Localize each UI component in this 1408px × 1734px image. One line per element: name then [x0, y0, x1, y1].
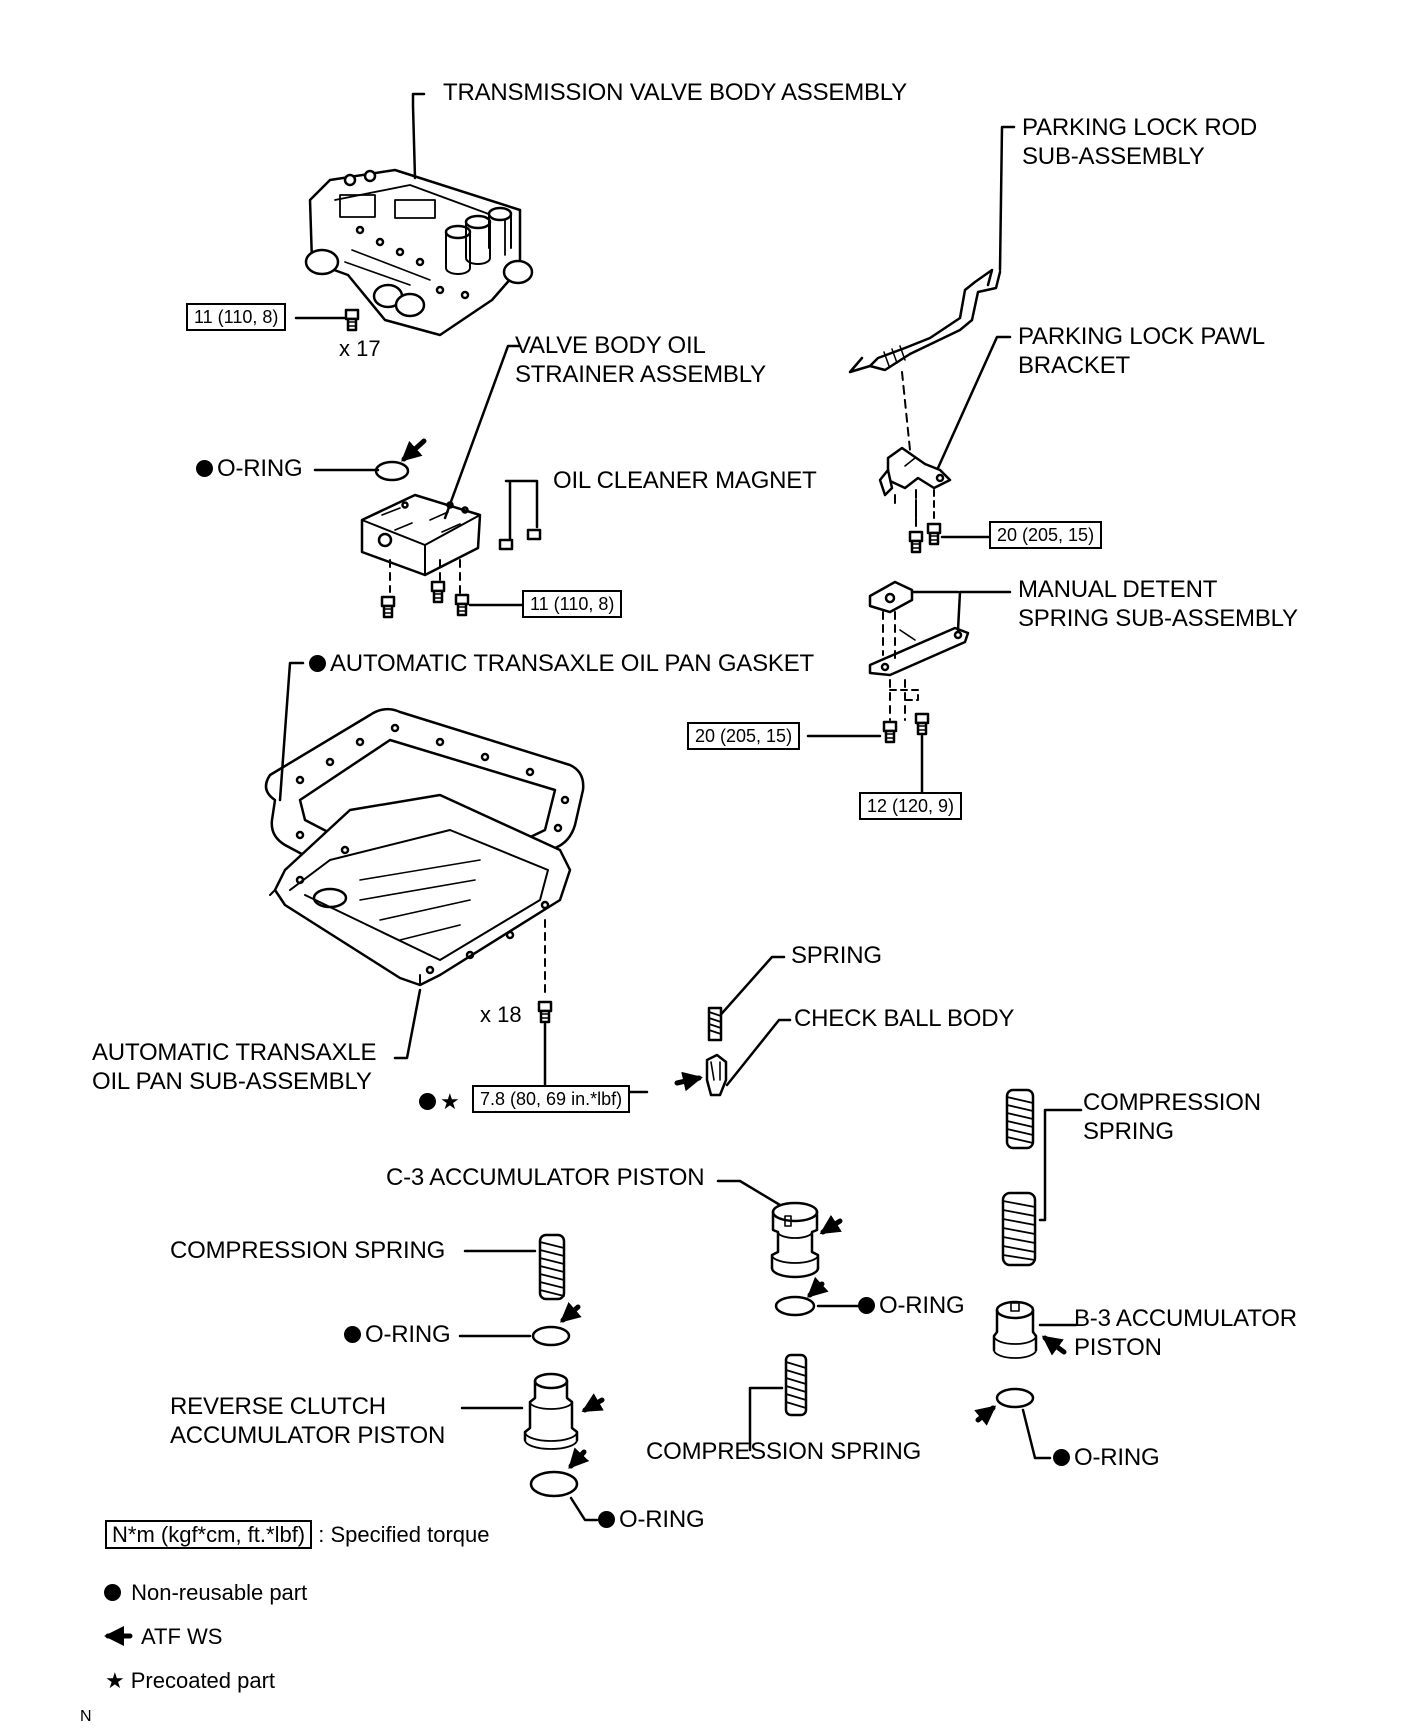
label-oring-b3: O-RING [1053, 1443, 1160, 1472]
non-reusable-dot-icon [104, 1584, 121, 1601]
label-oil-cleaner-magnet: OIL CLEANER MAGNET [553, 467, 817, 494]
label-oring-reverse: O-RING [598, 1505, 705, 1534]
label-reverse-piston-1: REVERSE CLUTCH [170, 1393, 386, 1420]
parking-lock-rod-drawing [848, 268, 1002, 374]
label-oil-pan-1: AUTOMATIC TRANSAXLE [92, 1039, 377, 1066]
manual-detent-spring-drawing [868, 580, 970, 677]
label-oring-left: O-RING [344, 1320, 451, 1349]
spring-drawing [707, 1006, 723, 1042]
label-b3-piston-2: PISTON [1074, 1334, 1162, 1361]
b3-accumulator-piston-drawing [992, 1300, 1038, 1359]
torque-pawl-bracket-bolt: 20 (205, 15) [989, 521, 1103, 549]
label-oring-1: O-RING [196, 454, 303, 483]
label-parking-pawl-2: BRACKET [1018, 352, 1130, 379]
precoated-star-icon: ★ [440, 1089, 460, 1114]
label-comp-spring-mid: COMPRESSION SPRING [646, 1438, 922, 1465]
label-comp-spring-right-2: SPRING [1083, 1118, 1174, 1145]
valve-body-drawing [304, 168, 534, 337]
c3-accumulator-piston-drawing [770, 1201, 820, 1279]
non-reusable-dot [1053, 1449, 1070, 1466]
torque-strainer-bolt: 11 (110, 8) [522, 590, 623, 618]
label-parking-rod-1: PARKING LOCK ROD [1022, 114, 1258, 141]
compression-spring-mid-drawing [784, 1353, 808, 1417]
compression-spring-right-upper [1005, 1088, 1035, 1150]
legend-torque-text: : Specified torque [318, 1522, 490, 1547]
label-manual-detent-1: MANUAL DETENT [1018, 576, 1218, 603]
label-pan-gasket: AUTOMATIC TRANSAXLE OIL PAN GASKET [309, 649, 814, 678]
legend-torque: N*m (kgf*cm, ft.*lbf) : Specified torque [105, 1520, 490, 1549]
oil-pan-drawing [269, 793, 572, 987]
parking-pawl-bracket-drawing [878, 446, 952, 497]
check-ball-body-drawing [705, 1053, 728, 1097]
label-oring-c3: O-RING [858, 1291, 965, 1320]
reverse-clutch-piston-drawing [523, 1372, 579, 1450]
precoated-star-icon: ★ [105, 1668, 125, 1693]
non-reusable-dot [344, 1326, 361, 1343]
label-comp-spring-right-1: COMPRESSION [1083, 1089, 1261, 1116]
legend-atf-text: ATF WS [141, 1624, 223, 1649]
non-reusable-dot [858, 1297, 875, 1314]
label-oil-pan-2: OIL PAN SUB-ASSEMBLY [92, 1068, 372, 1095]
legend-torque-box: N*m (kgf*cm, ft.*lbf) [105, 1520, 313, 1549]
torque-valve-body-bolt: 11 (110, 8) [186, 303, 287, 331]
label-valve-body: TRANSMISSION VALVE BODY ASSEMBLY [443, 79, 907, 106]
legend-precoated-text: Precoated part [130, 1668, 276, 1693]
legend-non-reusable-text: Non-reusable part [131, 1580, 308, 1605]
non-reusable-dot [309, 655, 326, 672]
compression-spring-right-lower [1001, 1191, 1037, 1267]
compression-spring-left-drawing [538, 1233, 566, 1301]
label-check-ball-body: CHECK BALL BODY [794, 1005, 1015, 1032]
label-parking-pawl-1: PARKING LOCK PAWL [1018, 323, 1265, 350]
label-strainer-2: STRAINER ASSEMBLY [515, 361, 766, 388]
label-b3-piston-1: B-3 ACCUMULATOR [1074, 1305, 1297, 1332]
legend-non-reusable: Non-reusable part [104, 1580, 307, 1606]
label-manual-detent-2: SPRING SUB-ASSEMBLY [1018, 605, 1298, 632]
label-strainer-1: VALVE BODY OIL [515, 332, 706, 359]
label-parking-rod-2: SUB-ASSEMBLY [1022, 143, 1205, 170]
label-spring: SPRING [791, 942, 882, 969]
legend-precoated: ★Precoated part [105, 1668, 275, 1694]
non-reusable-dot [196, 460, 213, 477]
label-oil-pan-bolt-marks: ★ [419, 1087, 466, 1116]
strainer-drawing [360, 493, 482, 577]
label-reverse-piston-2: ACCUMULATOR PISTON [170, 1422, 446, 1449]
legend-atf: ATF WS [141, 1624, 222, 1650]
qty-oil-pan-bolts: x 18 [480, 1002, 522, 1027]
non-reusable-dot [419, 1093, 436, 1110]
label-comp-spring-left: COMPRESSION SPRING [170, 1237, 446, 1264]
qty-valve-body-bolts: x 17 [339, 336, 381, 361]
label-c3-piston: C-3 ACCUMULATOR PISTON [386, 1164, 705, 1191]
corner-mark: N [80, 1708, 92, 1725]
torque-detent-bolt: 20 (205, 15) [687, 722, 801, 750]
torque-oil-pan-bolt: 7.8 (80, 69 in.*lbf) [472, 1085, 631, 1113]
torque-detent-bolt-2: 12 (120, 9) [859, 792, 963, 820]
non-reusable-dot [598, 1511, 615, 1528]
